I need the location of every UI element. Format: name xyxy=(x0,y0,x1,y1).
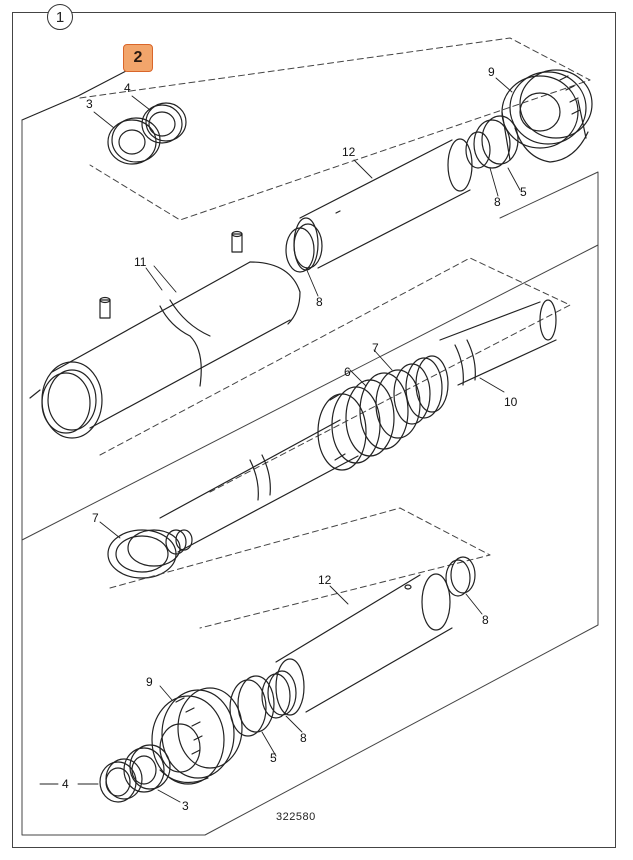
callout-4-bottom[interactable]: 4 xyxy=(62,777,69,791)
group-2-bracket xyxy=(21,69,129,121)
lower-tube-group-boundary xyxy=(109,507,491,629)
callout-12-top[interactable]: 12 xyxy=(342,145,356,159)
seal-ring-4-bottom xyxy=(99,758,143,803)
callout-4-top[interactable]: 4 xyxy=(124,81,131,95)
drawing-reference-number: 322580 xyxy=(276,811,316,823)
callout-7-upper[interactable]: 7 xyxy=(372,341,379,355)
spacer-tube-12-bottom xyxy=(275,573,453,716)
piston-group-boundary xyxy=(99,257,571,493)
leader-lines xyxy=(39,77,521,803)
group-2-boundary xyxy=(79,37,591,221)
rod-end-seal-7 xyxy=(107,529,193,579)
callout-3-bottom[interactable]: 3 xyxy=(182,799,189,813)
o-ring-8-top-left xyxy=(285,223,323,273)
o-rings-top xyxy=(465,115,519,169)
o-rings-bottom xyxy=(229,670,297,737)
callout-8-top[interactable]: 8 xyxy=(494,195,501,209)
callout-5-bottom[interactable]: 5 xyxy=(270,751,277,765)
callout-9-top[interactable]: 9 xyxy=(488,65,495,79)
callout-5-top[interactable]: 5 xyxy=(520,185,527,199)
callout-7-lower[interactable]: 7 xyxy=(92,511,99,525)
callout-3-top[interactable]: 3 xyxy=(86,97,93,111)
spacer-tube-12-top xyxy=(293,138,473,271)
piston-head xyxy=(317,369,421,471)
piston-rod-10 xyxy=(159,299,557,553)
callout-11[interactable]: 11 xyxy=(134,255,147,269)
piston-seals-6-7 xyxy=(393,355,449,425)
callout-8-bottom-right[interactable]: 8 xyxy=(482,613,489,627)
rod-group-boundary xyxy=(21,244,599,836)
callout-9-bottom[interactable]: 9 xyxy=(146,675,153,689)
figure-frame xyxy=(12,12,616,848)
callout-8-bottom[interactable]: 8 xyxy=(300,731,307,745)
callout-12-bottom[interactable]: 12 xyxy=(318,573,332,587)
cylinder-barrel-11 xyxy=(29,230,301,439)
callout-8-middle[interactable]: 8 xyxy=(316,295,323,309)
gland-9-top xyxy=(501,69,593,163)
callout-10[interactable]: 10 xyxy=(504,395,518,409)
figure-number-badge: 1 xyxy=(47,4,73,30)
seal-ring-4-top xyxy=(141,102,187,144)
highlighted-callout-badge[interactable]: 2 xyxy=(123,44,153,72)
callout-6[interactable]: 6 xyxy=(344,365,351,379)
o-ring-8-bottom-right xyxy=(445,556,476,597)
